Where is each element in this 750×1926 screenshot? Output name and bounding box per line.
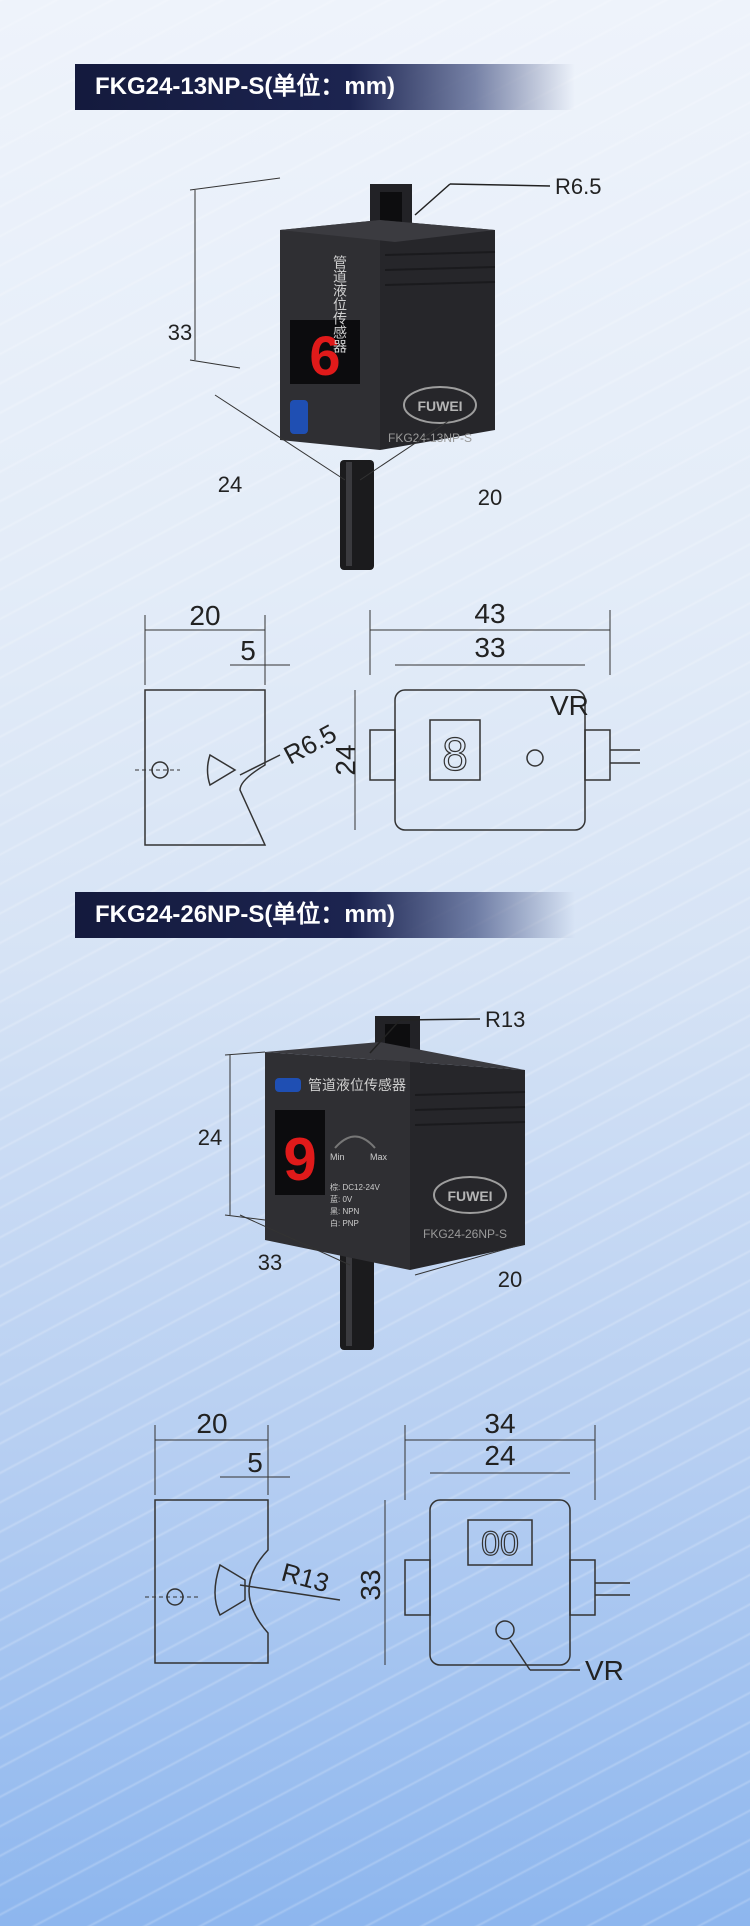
brand-badge — [403, 386, 477, 424]
front-outer-label: 34 — [484, 1408, 515, 1439]
front-view-drawing-1: 43 33 24 8 VR — [330, 598, 640, 831]
display-window — [275, 1110, 325, 1195]
brand-badge — [433, 1176, 507, 1214]
front-height-label: 24 — [330, 744, 361, 775]
brand-label: FUWEI — [447, 1188, 492, 1204]
side-view-drawing-1: 20 5 R6.5 — [135, 600, 341, 846]
dim-depth-label: 33 — [258, 1250, 282, 1275]
front-inner-label: 24 — [484, 1440, 515, 1471]
vr-knob — [526, 749, 544, 767]
side-outline — [144, 689, 267, 846]
display-window — [290, 320, 360, 384]
display-digit: 9 — [283, 1126, 316, 1193]
svg-text:蓝: 0V: 蓝: 0V — [330, 1194, 353, 1204]
brand-label: FUWEI — [417, 398, 462, 414]
side-width-label: 20 — [189, 600, 220, 631]
svg-text:黑: NPN: 黑: NPN — [330, 1207, 360, 1216]
svg-text:棕: DC12-24V: 棕: DC12-24V — [330, 1182, 380, 1192]
svg-text:Min: Min — [330, 1152, 345, 1162]
sensor-body-front — [265, 1052, 410, 1270]
front-digit: 8 — [442, 728, 468, 780]
side-width-label: 20 — [196, 1408, 227, 1439]
section-title-1: FKG24-13NP-S(单位：mm) — [75, 64, 575, 110]
front-height-label: 33 — [355, 1569, 386, 1600]
side-offset-label: 5 — [240, 635, 256, 666]
side-outline — [154, 1499, 269, 1664]
vr-label: VR — [550, 690, 589, 721]
svg-text:白: PNP: 白: PNP — [330, 1218, 359, 1228]
front-inner-label: 33 — [474, 632, 505, 663]
dim-depth-label: 24 — [218, 472, 242, 497]
dim-radius-label: R6.5 — [555, 174, 601, 199]
vr-label: VR — [585, 1655, 624, 1686]
section-title-2: FKG24-26NP-S(单位：mm) — [75, 892, 575, 938]
display-digit: 6 — [309, 324, 340, 387]
side-view-drawing-2: 20 5 R13 — [145, 1408, 341, 1664]
product-name: 管道液位传感器 — [332, 255, 348, 353]
front-digit: 00 — [481, 1525, 519, 1563]
front-view-drawing-2: 34 24 33 00 VR — [355, 1408, 630, 1686]
product-photo-2: FUWEI FKG24-26NP-S 9 管道液位传感器 Min Max 棕: … — [198, 1007, 525, 1350]
dim-width-label: 20 — [498, 1267, 522, 1292]
dim-height-label: 24 — [198, 1125, 222, 1150]
product-photo-1: FUWEI FKG24-13NP-S 6 管道液位传感器 33 24 20 R6… — [168, 174, 601, 570]
dim-height-label: 33 — [168, 320, 192, 345]
probe-rod — [340, 460, 374, 570]
dim-radius-label: R13 — [485, 1007, 525, 1032]
product-name: 管道液位传感器 — [308, 1077, 406, 1093]
model-label: FKG24-13NP-S — [388, 431, 472, 445]
vr-knob — [495, 1620, 515, 1640]
side-offset-label: 5 — [247, 1447, 263, 1478]
logo-icon — [275, 1078, 301, 1092]
vr-scale — [334, 1135, 376, 1149]
model-label: FKG24-26NP-S — [423, 1227, 507, 1241]
svg-text:Max: Max — [370, 1152, 388, 1162]
logo-icon — [290, 400, 308, 434]
dim-width-label: 20 — [478, 485, 502, 510]
front-outer-label: 43 — [474, 598, 505, 629]
sensor-body-side — [410, 1062, 525, 1270]
